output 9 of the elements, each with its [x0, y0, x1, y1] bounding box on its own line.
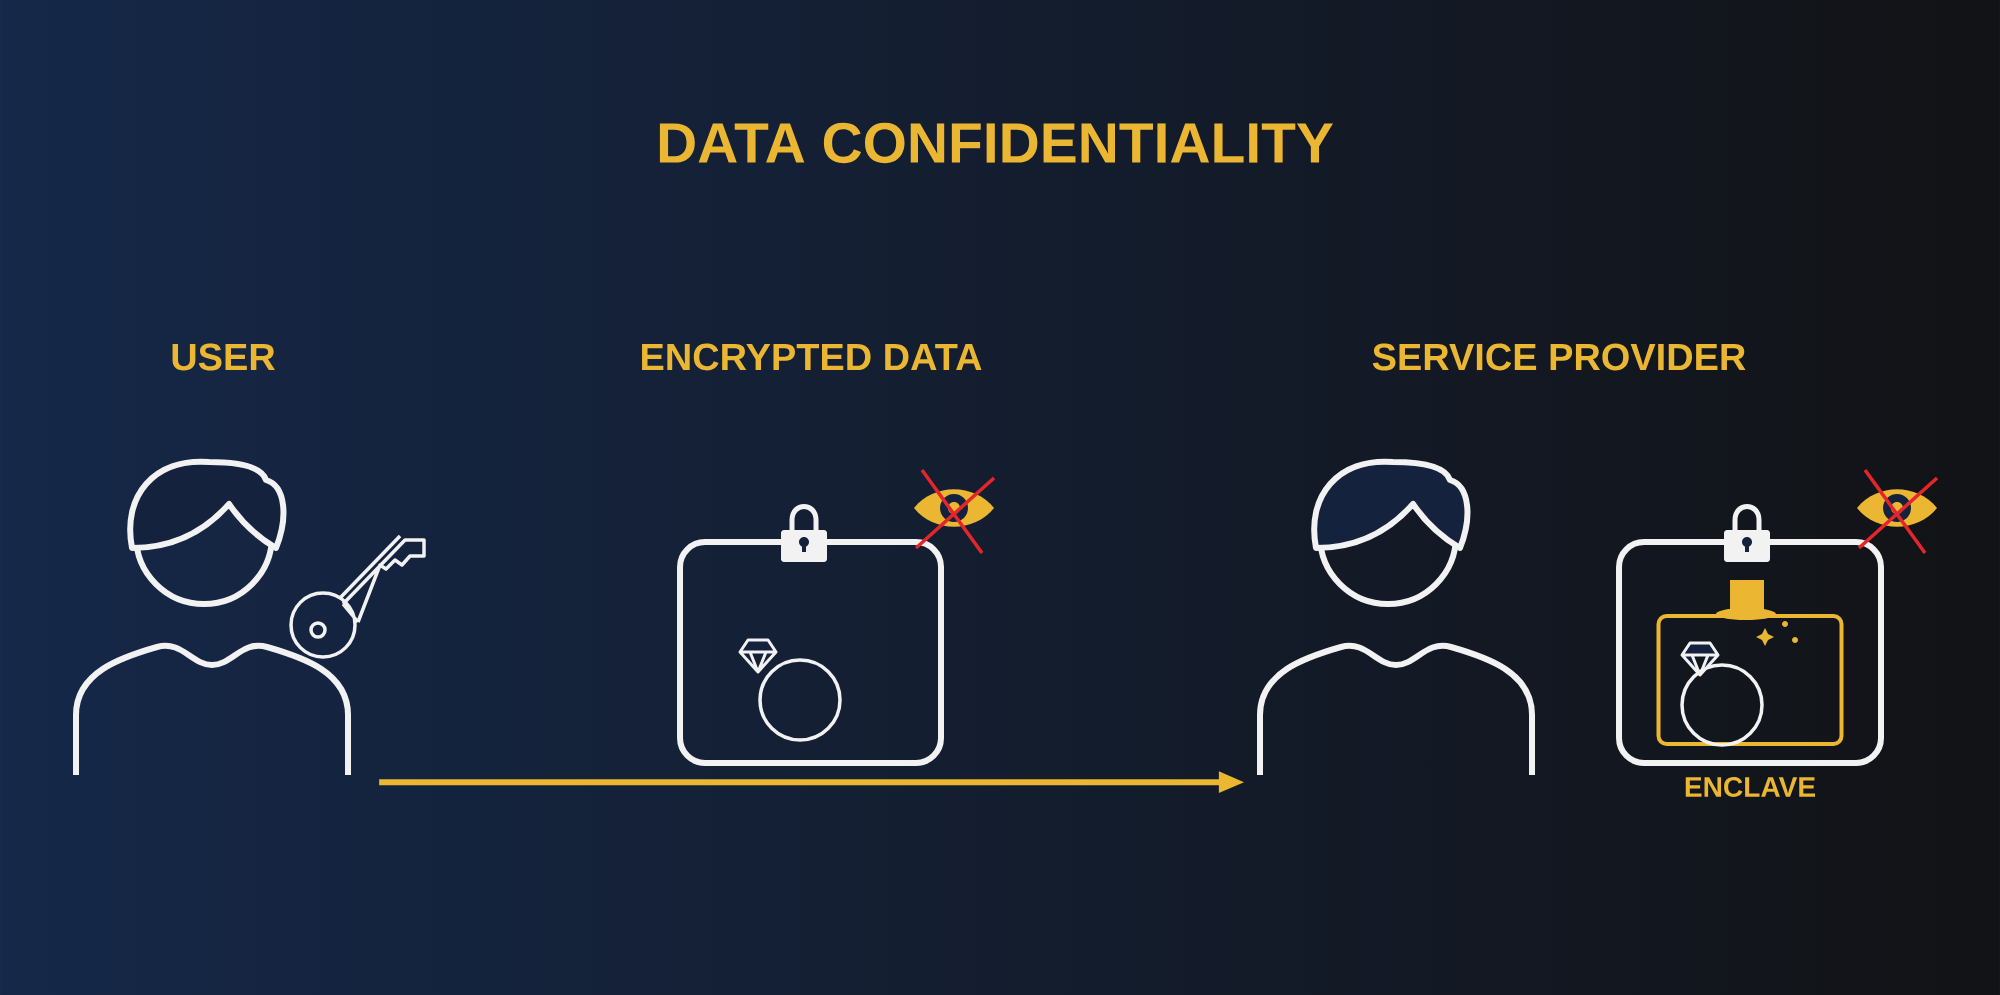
- container-box: [1616, 539, 1884, 766]
- section-heading: SERVICE PROVIDER: [1372, 343, 1746, 371]
- section-heading: USER: [172, 343, 275, 371]
- person-drawing: [73, 458, 351, 775]
- title: DATA CONFIDENTIALITY: [659, 122, 1333, 164]
- person-drawing: [1257, 458, 1535, 775]
- container-box: [677, 539, 944, 766]
- enclave-label: ENCLAVE: [1685, 777, 1816, 797]
- section-heading: ENCRYPTED DATA: [642, 343, 982, 371]
